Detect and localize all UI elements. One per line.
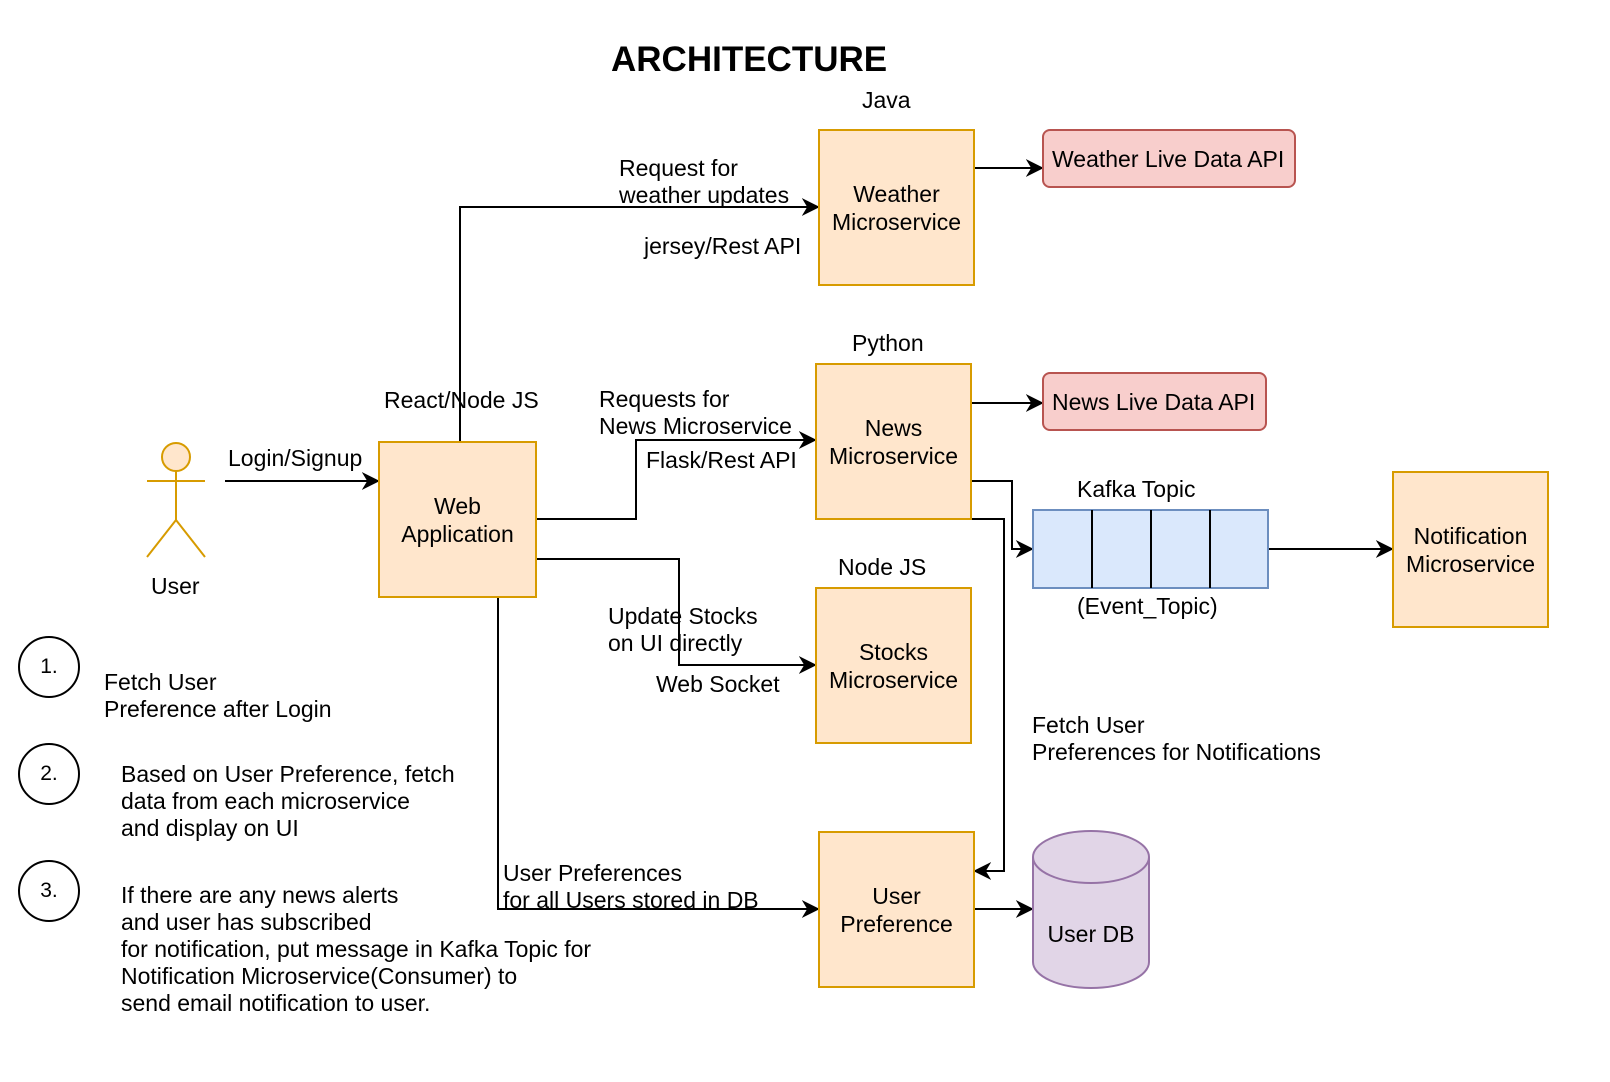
user-preference-node: User Preference	[818, 831, 975, 988]
kafka-topic-label: Kafka Topic	[1077, 476, 1196, 502]
kafka-event-topic-label: (Event_Topic)	[1077, 593, 1218, 619]
step-3-circle: 3.	[18, 860, 80, 922]
step-1-circle: 1.	[18, 636, 80, 698]
edge-news-request	[537, 431, 817, 520]
notification-microservice-node: Notification Microservice	[1392, 471, 1549, 628]
user-actor-figure	[146, 442, 206, 558]
news-protocol-label: Flask/Rest API	[646, 447, 797, 473]
step-2-text: Based on User Preference, fetch data fro…	[121, 761, 455, 841]
weather-protocol-label: jersey/Rest API	[644, 233, 802, 259]
stocks-tech-label: Node JS	[838, 554, 927, 580]
edge-weather-request	[459, 198, 820, 442]
web-application-node: Web Application	[378, 441, 537, 598]
stocks-update-label: Update Stocks on UI directly	[608, 603, 758, 656]
news-tech-label: Python	[852, 330, 924, 356]
news-microservice-node: News Microservice	[815, 363, 972, 520]
edge-news-to-userpref	[972, 518, 1005, 880]
user-db-cylinder	[1032, 830, 1150, 989]
user-db-label: User DB	[1047, 921, 1135, 947]
step-1-text: Fetch User Preference after Login	[104, 669, 332, 722]
web-app-tech-label: React/Node JS	[384, 387, 539, 413]
weather-microservice-node: Weather Microservice	[818, 129, 975, 286]
edge-stocks-update	[537, 558, 817, 674]
kafka-topic-queue	[1032, 509, 1269, 589]
notification-fetch-label: Fetch User Preferences for Notifications	[1032, 712, 1321, 765]
step-2-circle: 2.	[18, 743, 80, 805]
edge-user-preferences	[497, 598, 820, 918]
user-preferences-store-label: User Preferences for all Users stored in…	[503, 860, 759, 913]
login-signup-label: Login/Signup	[228, 445, 363, 471]
weather-request-label: Request for weather updates	[619, 155, 790, 208]
stocks-protocol-label: Web Socket	[656, 671, 780, 697]
news-request-label: Requests for News Microservice	[599, 386, 792, 439]
weather-tech-label: Java	[862, 87, 911, 113]
user-actor-label: User	[151, 573, 200, 599]
stocks-microservice-node: Stocks Microservice	[815, 587, 972, 744]
news-live-data-api-node: News Live Data API	[1042, 372, 1267, 431]
diagram-title: ARCHITECTURE	[611, 40, 888, 79]
weather-live-data-api-node: Weather Live Data API	[1042, 129, 1296, 188]
step-3-text: If there are any news alerts and user ha…	[121, 882, 592, 1016]
edge-news-to-kafka	[972, 480, 1034, 558]
